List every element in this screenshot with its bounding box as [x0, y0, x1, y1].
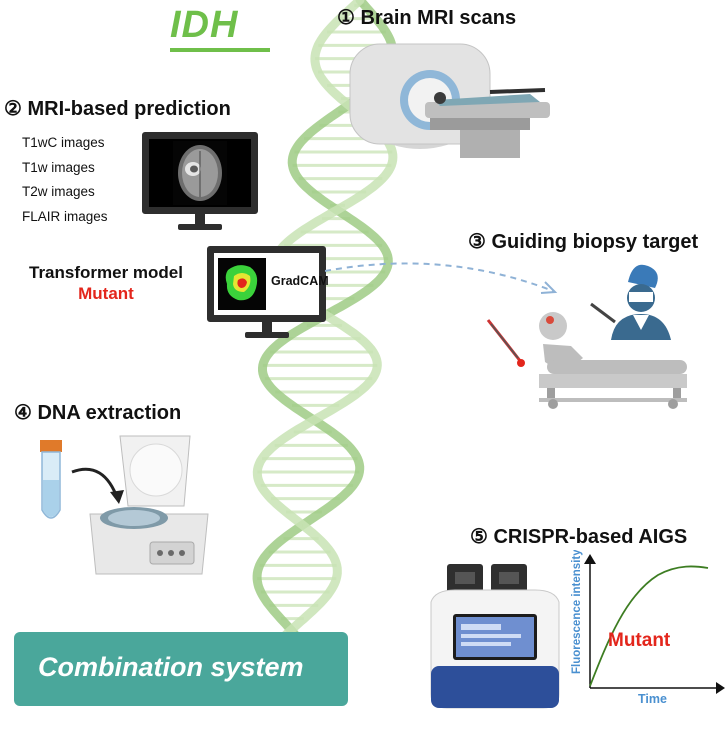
idh-title-text: IDH — [170, 4, 239, 46]
mri-image-item-t1wc: T1wC images — [22, 135, 105, 150]
mri-image-item-t2w: T2w images — [22, 184, 95, 199]
idh-underline — [170, 48, 270, 52]
model-label-group: Transformer model Mutant — [16, 263, 196, 304]
gradcam-heatmap-icon — [218, 258, 266, 310]
mri-image-item-t1w: T1w images — [22, 159, 95, 175]
centrifuge-icon — [40, 435, 209, 575]
mri-image-item-flair: FLAIR images — [22, 208, 108, 224]
step-2-title: ② MRI-based prediction — [4, 98, 231, 120]
chart-x-arrow — [716, 682, 725, 694]
step-3-title: ③ Guiding biopsy target — [468, 231, 699, 253]
combination-system-label: Combination system — [38, 652, 304, 682]
dashed-arrow — [325, 262, 558, 294]
gradcam-monitor-stand — [262, 322, 272, 332]
mri-monitor-base — [178, 224, 222, 230]
gradcam-monitor-base — [245, 332, 289, 338]
mri-monitor-screen — [142, 132, 258, 214]
biopsy-procedure-icon — [486, 264, 687, 409]
idh-title: IDH — [170, 4, 270, 52]
mri-image-list: T1wC images T1w images T2w images FLAIR … — [22, 131, 108, 229]
chart-annotation: Mutant — [608, 630, 671, 651]
gradcam-monitor: GradCAM — [207, 246, 329, 338]
combination-system-box: Combination system — [14, 632, 348, 706]
chart-ylabel: Fluorescence intensity — [571, 550, 583, 674]
gradcam-label: GradCAM — [271, 274, 329, 288]
detection-instrument-icon — [430, 564, 560, 709]
step-5-title: ⑤ CRISPR-based AIGS — [470, 526, 688, 548]
chart-y-arrow — [584, 554, 596, 564]
mri-scanner-icon — [349, 43, 550, 158]
chart-xlabel: Time — [638, 692, 667, 706]
step-1-title: ① Brain MRI scans — [337, 7, 517, 29]
brain-mri-slice-icon — [173, 141, 227, 205]
model-result: Mutant — [78, 284, 134, 303]
gradcam-monitor-screen: GradCAM — [207, 246, 329, 322]
mri-monitor — [142, 132, 258, 230]
step-4-title: ④ DNA extraction — [14, 402, 182, 424]
chart-curve — [589, 565, 709, 687]
model-name: Transformer model — [29, 263, 183, 282]
fluorescence-chart: Fluorescence intensity Mutant Time — [571, 550, 725, 706]
mri-monitor-stand — [195, 214, 205, 224]
